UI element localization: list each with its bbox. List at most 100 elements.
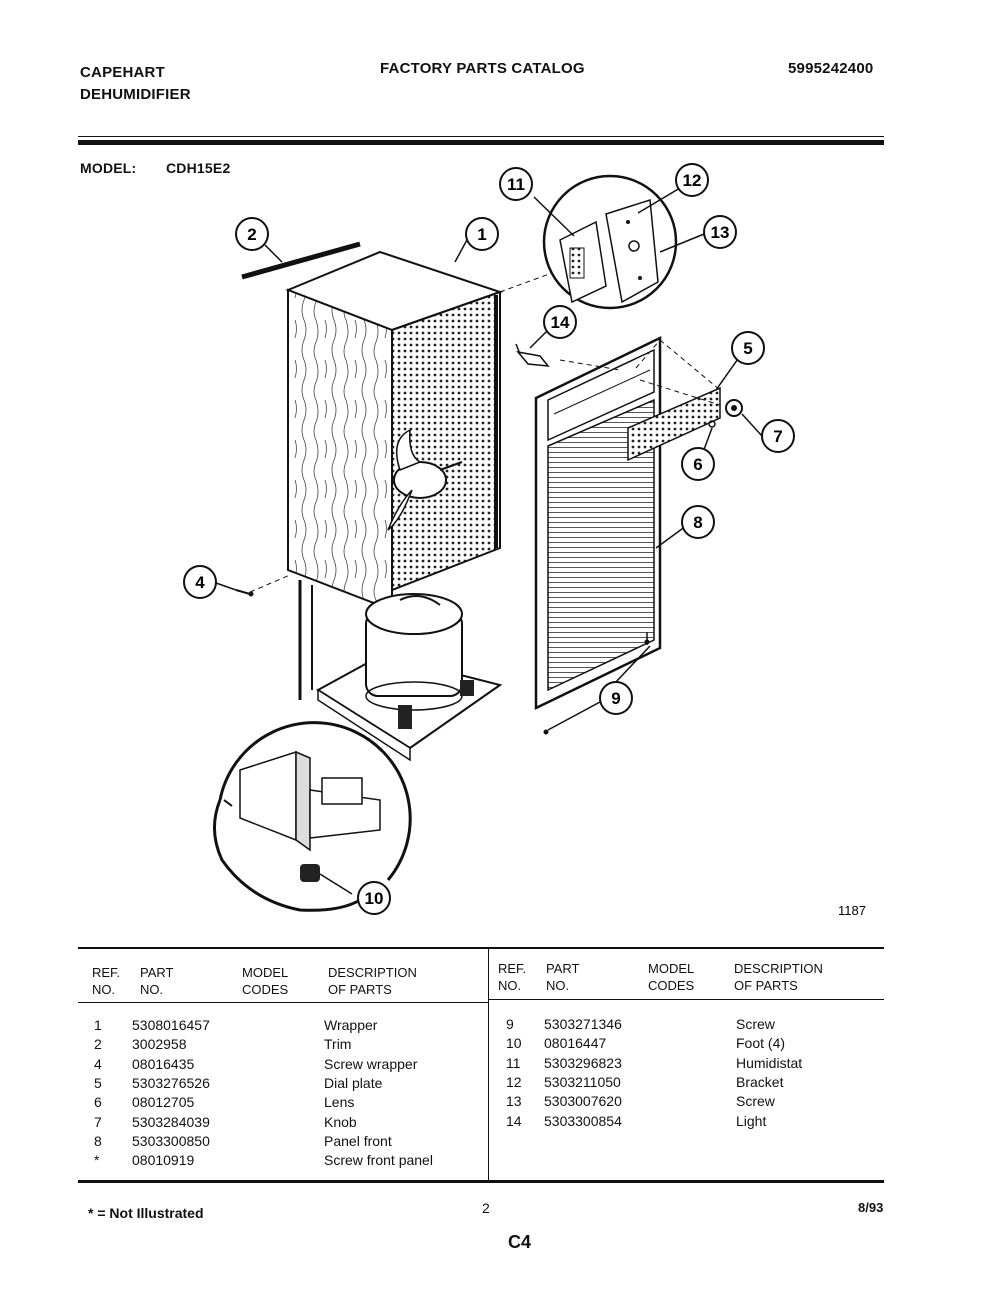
part-no: 5303211050 (544, 1073, 621, 1090)
fan-motor (387, 428, 463, 531)
callout-label: 14 (551, 313, 570, 332)
part-description: Screw (736, 1016, 775, 1032)
header-divider-thin (78, 136, 884, 137)
callout-5: 5 (731, 331, 765, 365)
light-part (515, 343, 550, 367)
trim-part (241, 241, 361, 280)
ref-no: 4 (94, 1055, 102, 1072)
part-description: Dial plate (324, 1074, 383, 1091)
humidistat-inset (542, 174, 678, 310)
callout-7: 7 (761, 419, 795, 453)
screw-wrapper (235, 589, 254, 597)
ref-no: 5 (94, 1074, 102, 1091)
left-header-rule (78, 1002, 488, 1003)
part-description: Screw front panel (324, 1152, 433, 1169)
part-description: Trim (324, 1036, 352, 1053)
callout-11: 11 (499, 167, 533, 201)
part-no: 08016435 (132, 1055, 195, 1072)
ref-no: 12 (506, 1073, 522, 1090)
model-value: CDH15E2 (166, 160, 231, 176)
part-description: Wrapper (324, 1017, 378, 1033)
callout-4: 4 (183, 565, 217, 599)
table-column-divider (488, 948, 489, 1180)
drawing-number: 1187 (838, 903, 866, 918)
explode-lines (249, 269, 721, 593)
part-no: 5303284039 (132, 1113, 210, 1130)
callout-6: 6 (681, 447, 715, 481)
model-label: MODEL: (80, 160, 137, 176)
callout-13: 13 (703, 215, 737, 249)
lens-part (708, 420, 716, 428)
part-no: 5303007620 (544, 1093, 622, 1110)
foot-inset (213, 721, 412, 912)
ref-no: 10 (506, 1035, 522, 1052)
part-no: 3002958 (132, 1036, 187, 1053)
dial-plate (627, 386, 721, 462)
ref-no: 11 (506, 1054, 521, 1071)
right-header-ref: REF.NO. (498, 961, 527, 993)
callout-label: 13 (711, 223, 730, 242)
ref-no: 8 (94, 1132, 102, 1149)
base-compressor (298, 580, 503, 762)
revision-date: 8/93 (858, 1200, 884, 1215)
ref-no: * (94, 1152, 100, 1169)
left-header-ref: REF.NO. (92, 965, 121, 997)
brand-name: CAPEHART (80, 64, 165, 81)
callout-2: 2 (235, 217, 269, 251)
ref-no: 1 (94, 1017, 102, 1033)
wrapper-cabinet (285, 250, 504, 612)
part-description: Panel front (324, 1132, 392, 1149)
table-top-rule (78, 947, 884, 949)
header-divider (78, 140, 884, 145)
part-description: Bracket (736, 1073, 784, 1090)
callout-label: 11 (507, 175, 525, 194)
part-description: Light (736, 1112, 767, 1129)
callout-label: 2 (247, 225, 256, 244)
part-no: 5303271346 (544, 1016, 622, 1032)
part-description: Knob (324, 1113, 357, 1130)
part-no: 5303276526 (132, 1074, 210, 1091)
catalog-number: 5995242400 (788, 60, 874, 77)
callout-14: 14 (543, 305, 577, 339)
callout-label: 5 (743, 339, 752, 358)
callout-label: 8 (693, 513, 702, 532)
callout-label: 1 (477, 225, 486, 244)
callout-10: 10 (357, 881, 391, 915)
part-no: 5303300854 (544, 1112, 622, 1129)
part-no: 08016447 (544, 1035, 607, 1052)
part-description: Foot (4) (736, 1035, 786, 1052)
ref-no: 9 (506, 1016, 514, 1032)
callout-label: 9 (611, 689, 620, 708)
callout-12: 12 (675, 163, 709, 197)
leader-lines (215, 187, 763, 895)
section-code: C4 (508, 1232, 532, 1252)
part-description: Lens (324, 1094, 355, 1111)
part-no: 5308016457 (132, 1017, 210, 1033)
part-no: 08012705 (132, 1094, 195, 1111)
callout-label: 4 (195, 573, 205, 592)
part-no: 5303296823 (544, 1054, 622, 1071)
callout-9: 9 (599, 681, 633, 715)
part-description: Humidistat (736, 1054, 803, 1071)
part-no: 5303300850 (132, 1132, 210, 1149)
ref-no: 13 (506, 1093, 522, 1110)
page-number: 2 (482, 1200, 490, 1216)
part-no: 08010919 (132, 1152, 195, 1169)
ref-no: 14 (506, 1112, 522, 1129)
part-description: Screw (736, 1093, 775, 1110)
footnote: * = Not Illustrated (88, 1205, 204, 1221)
front-panel (534, 336, 662, 710)
ref-no: 6 (94, 1094, 102, 1111)
callout-label: 6 (693, 455, 702, 474)
callout-8: 8 (681, 505, 715, 539)
callout-label: 12 (683, 171, 702, 190)
product-type: DEHUMIDIFIER (80, 86, 191, 103)
table-bottom-rule (78, 1180, 884, 1183)
